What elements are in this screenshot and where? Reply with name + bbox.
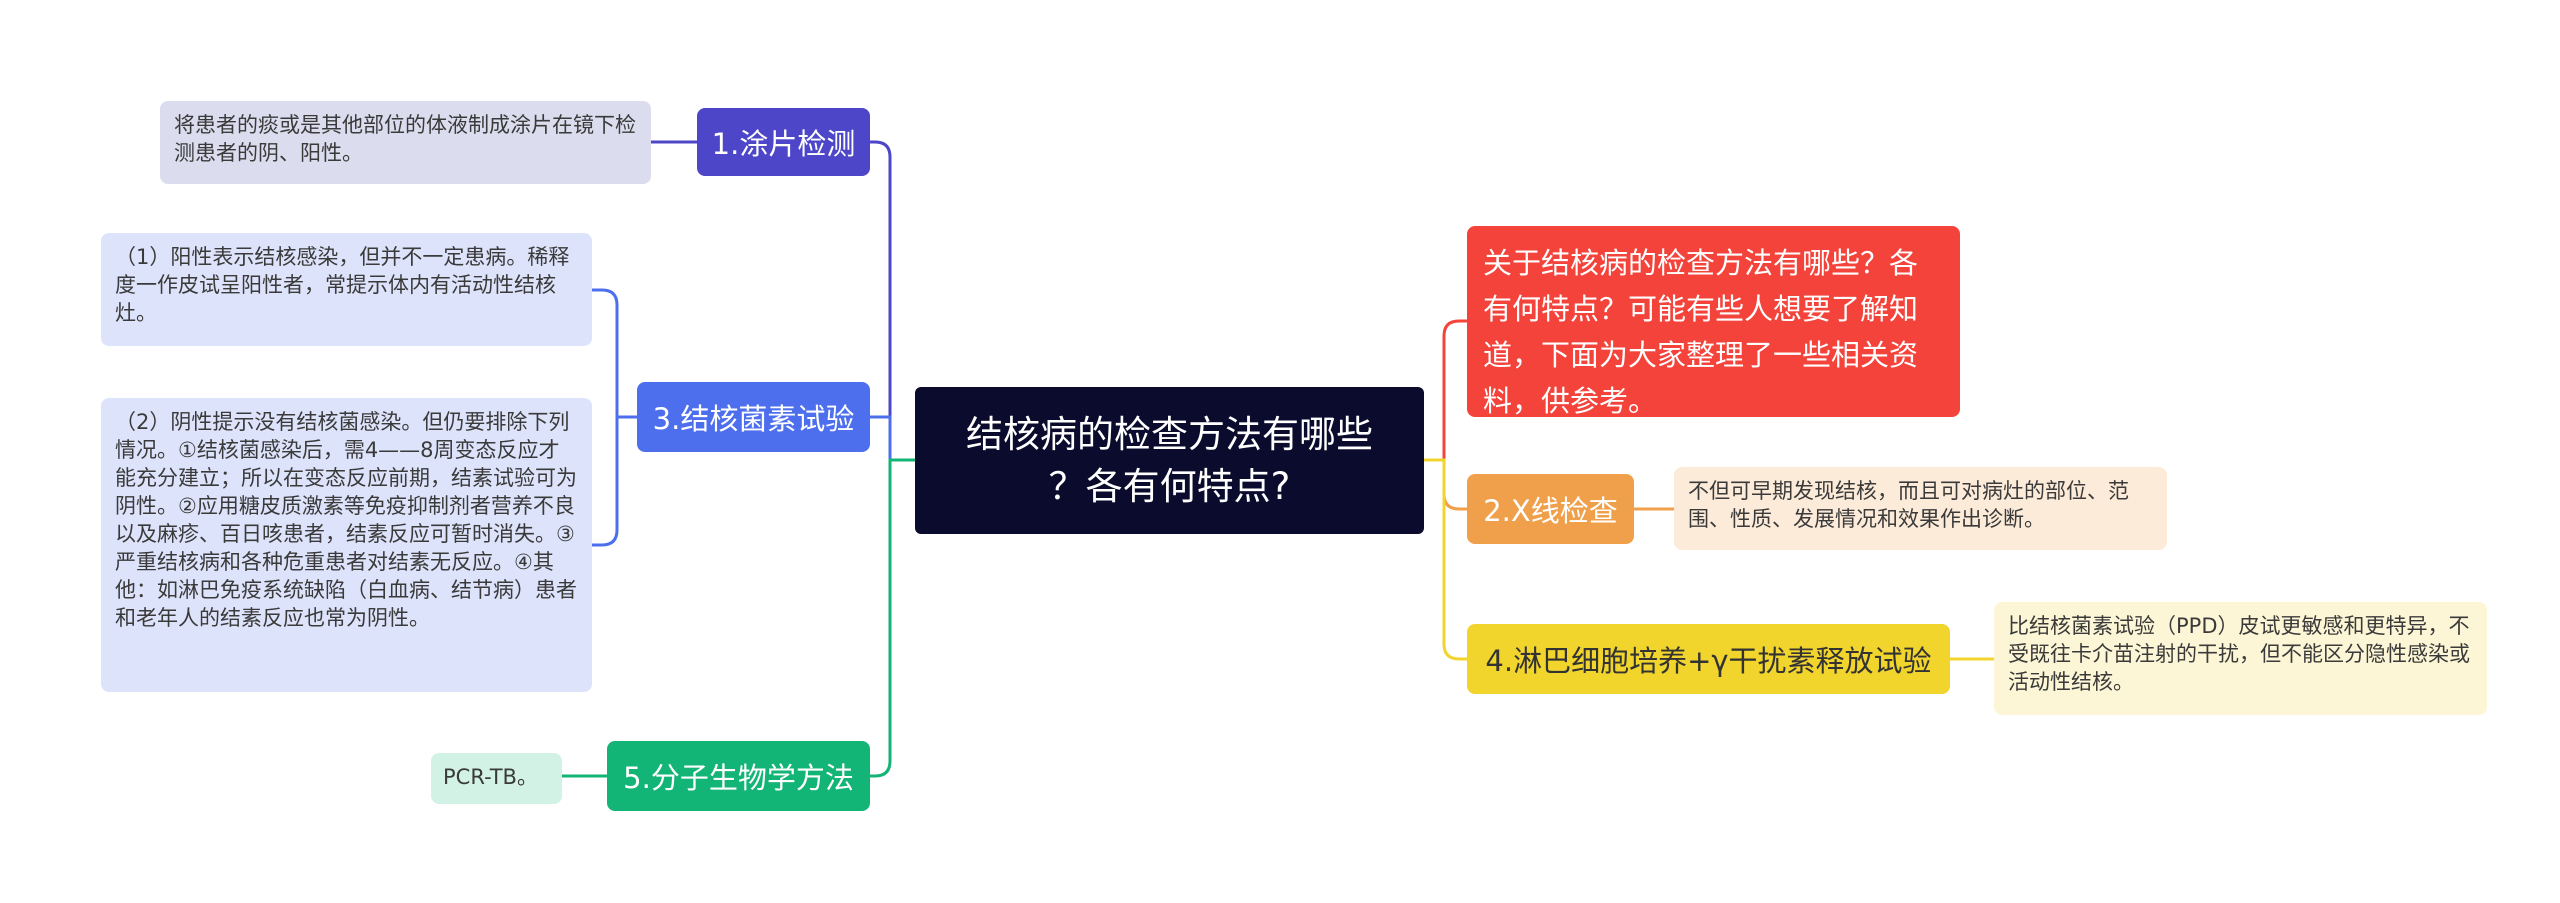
leaf-xray-detail[interactable]: 不但可早期发现结核，而且可对病灶的部位、范围、性质、发展情况和效果作出诊断。 bbox=[1674, 467, 2167, 550]
branch-xray[interactable]: 2.X线检查 bbox=[1467, 474, 1634, 544]
connector-root-molecular bbox=[870, 458, 915, 778]
leaf-tuberculin-positive[interactable]: （1）阳性表示结核感染，但并不一定患病。稀释度一作皮试呈阳性者，常提示体内有活动… bbox=[101, 233, 592, 346]
branch-tuberculin-test[interactable]: 3.结核菌素试验 bbox=[637, 382, 870, 452]
connector-root-tuberculin bbox=[870, 415, 915, 462]
leaf-molecular-detail[interactable]: PCR-TB。 bbox=[431, 753, 562, 804]
connector-tuberculin-leaf-2 bbox=[592, 415, 637, 547]
leaf-smear-detail[interactable]: 将患者的痰或是其他部位的体液制成涂片在镜下检测患者的阴、阳性。 bbox=[160, 101, 651, 184]
connector-root-intro bbox=[1424, 319, 1467, 462]
leaf-tuberculin-negative[interactable]: （2）阴性提示没有结核菌感染。但仍要排除下列情况。①结核菌感染后，需4——8周变… bbox=[101, 398, 592, 692]
branch-smear-test[interactable]: 1.涂片检测 bbox=[697, 108, 870, 176]
branch-lymphocyte-culture[interactable]: 4.淋巴细胞培养+γ干扰素释放试验 bbox=[1467, 624, 1950, 694]
root-topic-line-1: 结核病的检查方法有哪些 bbox=[966, 412, 1373, 456]
leaf-lymphocyte-detail[interactable]: 比结核菌素试验（PPD）皮试更敏感和更特异，不受既往卡介苗注射的干扰，但不能区分… bbox=[1994, 602, 2487, 715]
branch-molecular-biology[interactable]: 5.分子生物学方法 bbox=[607, 741, 870, 811]
connector-root-smear bbox=[870, 140, 915, 462]
root-topic-line-2: ？各有何特点? bbox=[1048, 464, 1291, 508]
root-topic[interactable]: 结核病的检查方法有哪些 ？各有何特点? bbox=[915, 387, 1424, 534]
connector-tuberculin-leaf-1 bbox=[592, 288, 637, 419]
connector-root-lymph bbox=[1424, 458, 1467, 661]
branch-intro[interactable]: 关于结核病的检查方法有哪些？各有何特点？可能有些人想要了解知道，下面为大家整理了… bbox=[1467, 226, 1960, 418]
